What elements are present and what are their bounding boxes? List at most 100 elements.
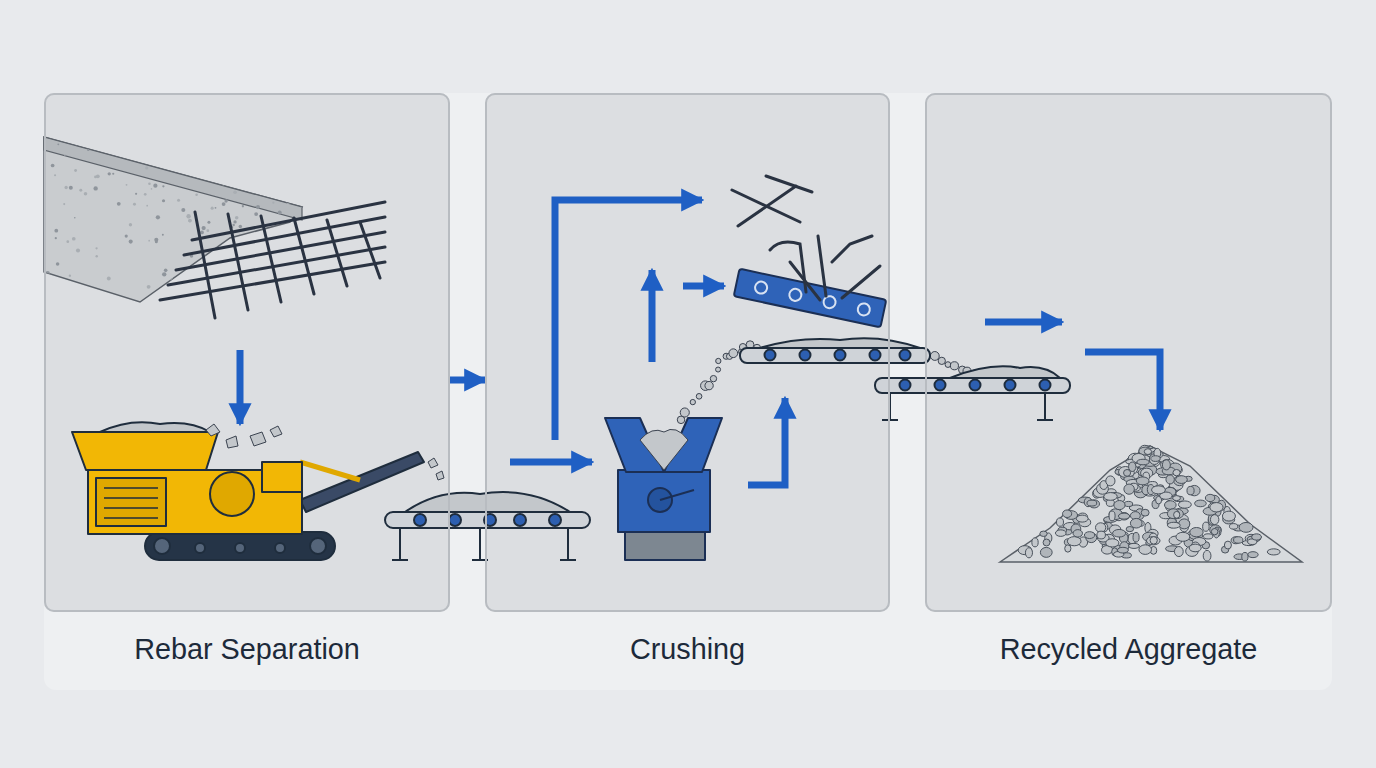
flow-arrows-part	[555, 200, 702, 440]
concrete-speck	[151, 188, 153, 190]
concrete-speck	[207, 221, 210, 224]
aggregate-stone	[1106, 476, 1115, 486]
falling-rubble	[206, 424, 444, 480]
crusher-machine-part	[96, 478, 166, 526]
rebar-pieces-part	[770, 242, 806, 292]
rubble-piece	[705, 381, 713, 389]
concrete-speck	[144, 193, 147, 196]
aggregate-stone	[1195, 500, 1207, 507]
concrete-speck	[206, 161, 210, 165]
aggregate-stone	[1190, 528, 1203, 537]
rebar-pieces-part	[766, 176, 812, 192]
rubble-piece	[950, 362, 958, 370]
aggregate-stone	[1139, 545, 1152, 555]
crusher-machine-part	[195, 543, 205, 553]
aggregate-stone	[1151, 456, 1160, 462]
concrete-speck	[181, 208, 185, 212]
flow-arrows-part	[748, 398, 785, 485]
aggregate-stone	[1166, 475, 1174, 484]
rebar-pieces-part	[818, 236, 826, 296]
flow-arrows-part	[1085, 352, 1160, 430]
concrete-speck	[135, 193, 137, 195]
concrete-speck	[150, 151, 152, 153]
conveyor-belt-part	[800, 350, 811, 361]
aggregate-stone	[1136, 477, 1149, 485]
aggregate-stone	[1117, 547, 1128, 553]
concrete-speck	[271, 155, 273, 157]
panel-label: Crushing	[487, 631, 888, 667]
aggregate-stone	[1242, 552, 1248, 561]
concrete-speck	[219, 143, 223, 147]
background	[44, 93, 1332, 690]
concrete-speck	[262, 248, 265, 251]
aggregate-stone	[1203, 534, 1212, 539]
panel-label: Recycled Aggregate	[927, 631, 1330, 667]
concrete-speck	[192, 269, 195, 272]
concrete-speck	[283, 269, 285, 271]
aggregate-stone	[1248, 552, 1258, 558]
concrete-speck	[164, 269, 168, 273]
concrete-speck	[286, 201, 290, 205]
crusher-machine-part	[210, 472, 254, 516]
concrete-speck	[162, 199, 165, 202]
aggregate-stone	[1133, 532, 1139, 542]
concrete-slab	[43, 136, 305, 302]
concrete-speck	[153, 184, 157, 188]
concrete-speck	[289, 251, 291, 253]
concrete-speck	[154, 238, 158, 242]
aggregate-stone	[1189, 544, 1201, 552]
concrete-texture	[43, 136, 305, 301]
concrete-speck	[244, 166, 248, 170]
aggregate-stone	[1055, 530, 1066, 537]
concrete-speck	[96, 255, 98, 257]
aggregate-stone	[1239, 522, 1253, 532]
concrete-speck	[238, 140, 240, 142]
aggregate-stone	[1113, 529, 1126, 537]
crusher-machine-part	[145, 532, 335, 560]
concrete-speck	[148, 182, 151, 185]
conveyor-belt-part	[870, 350, 881, 361]
concrete-speck	[162, 185, 164, 187]
aggregate-stone	[1234, 537, 1243, 544]
rebar-pieces-part	[832, 236, 872, 262]
concrete-speck	[254, 212, 258, 216]
aggregate-stone	[1067, 537, 1081, 546]
concrete-speck	[232, 281, 236, 285]
falling-rubble-part	[206, 424, 220, 436]
concrete-speck	[125, 234, 128, 237]
concrete-speck	[215, 207, 217, 209]
aggregate-stone	[1119, 513, 1129, 521]
conveyor-belt-part	[414, 514, 426, 526]
rubble-piece	[945, 362, 951, 368]
concrete-speck	[276, 271, 279, 274]
concrete-speck	[148, 240, 150, 242]
conveyor-belt-part	[900, 350, 911, 361]
aggregate-stone	[1137, 459, 1150, 465]
crusher-machine-part	[262, 462, 302, 492]
jaw-crusher	[605, 418, 722, 560]
aggregate-stone	[1104, 493, 1117, 501]
conveyor-belt-part	[950, 366, 1060, 378]
concrete-speck	[239, 225, 243, 229]
concrete-speck	[261, 191, 263, 193]
concrete-speck	[170, 278, 174, 282]
conveyor-belt-part	[882, 419, 898, 421]
concrete-speck	[188, 219, 192, 223]
concrete-speck	[279, 145, 282, 148]
crusher-machine-part	[104, 487, 158, 489]
aggregate-stone	[1176, 476, 1188, 484]
concrete-speck	[291, 139, 295, 143]
crusher-machine-part	[104, 507, 158, 509]
concrete-speck	[55, 237, 57, 239]
concrete-speck	[226, 263, 228, 265]
concrete-speck	[66, 240, 69, 243]
concrete-speck	[129, 223, 132, 226]
concrete-speck	[293, 183, 297, 187]
aggregate-stone	[1073, 530, 1082, 537]
conveyor-belt-part	[740, 348, 930, 363]
aggregate-stone	[1109, 511, 1115, 521]
aggregate-stone	[1118, 513, 1129, 519]
concrete-speck	[46, 271, 50, 275]
